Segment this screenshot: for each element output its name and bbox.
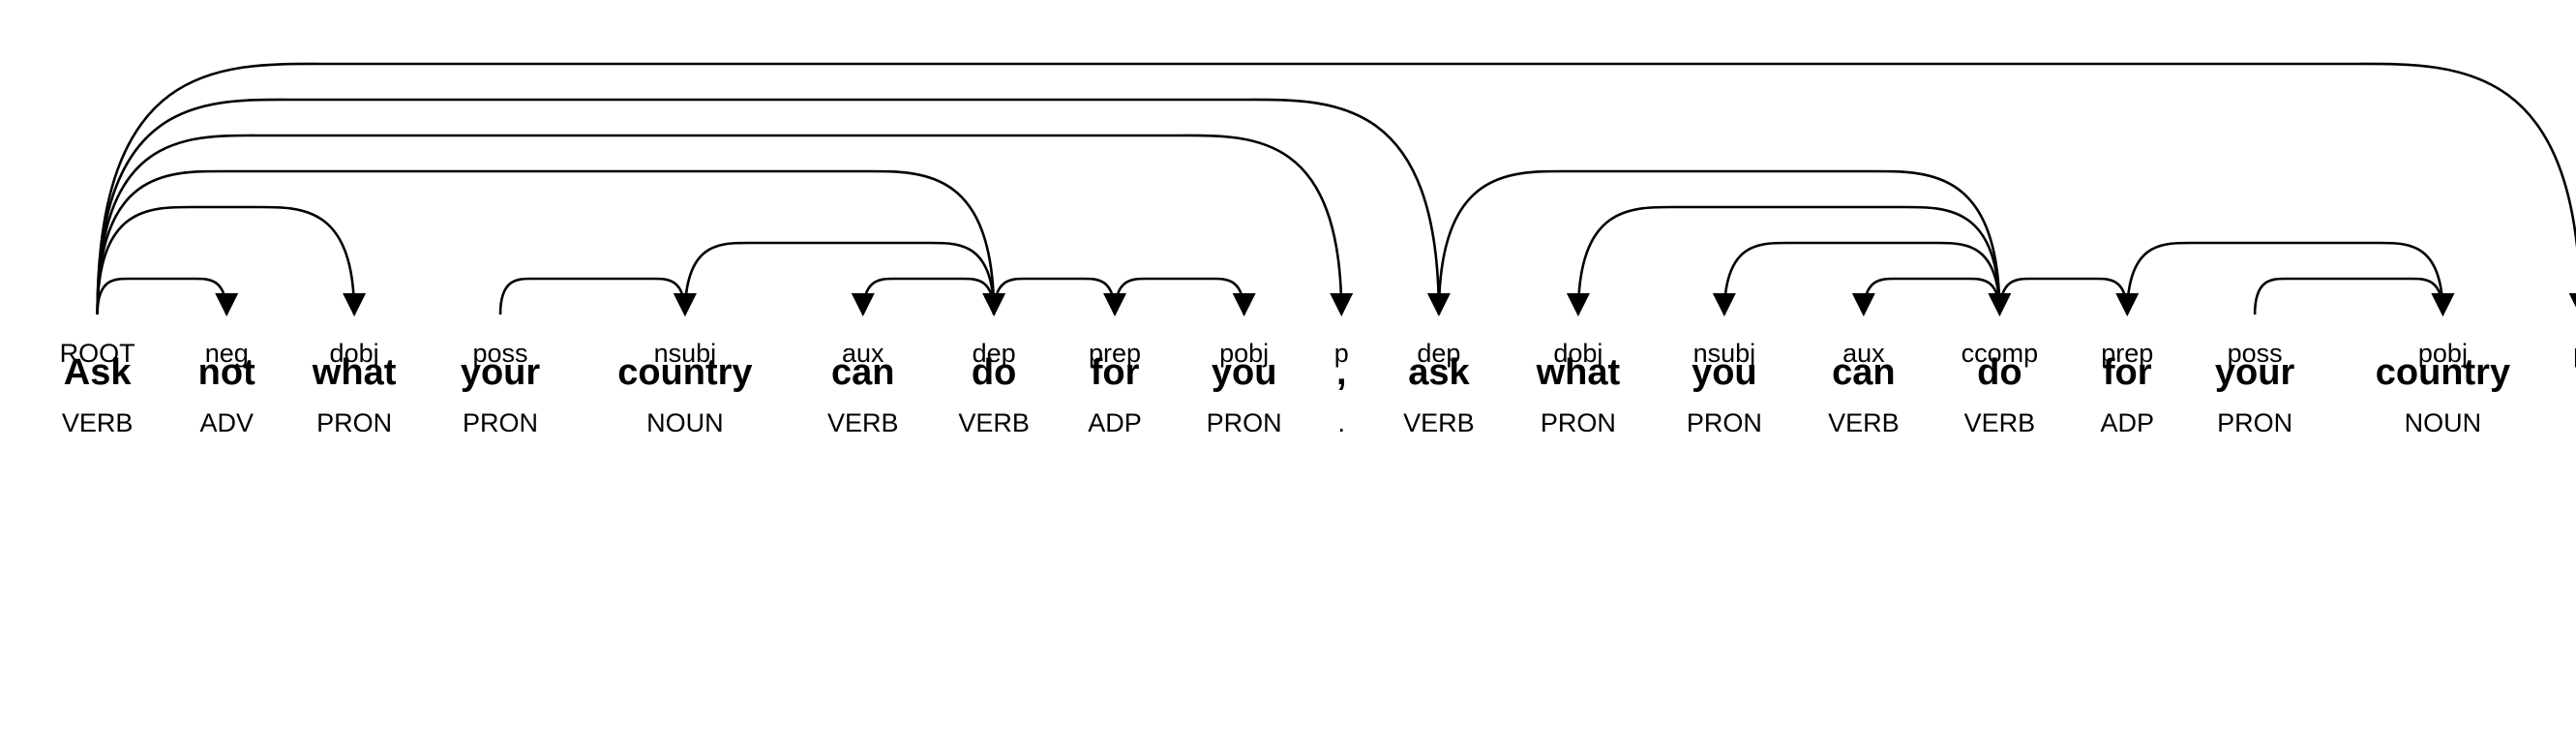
dep-arc-nsubj-11 <box>1722 241 2001 315</box>
dep-arc-neg-0 <box>96 277 228 315</box>
token-word-9[interactable]: , <box>1335 352 1347 393</box>
token-word-4[interactable]: country <box>617 352 753 393</box>
dep-arrowhead-p-17 <box>2568 293 2576 308</box>
dep-arrowhead-aux-12 <box>1851 293 1875 316</box>
token-word-7[interactable]: for <box>1090 352 1140 393</box>
token-word-14[interactable]: do <box>1977 352 2022 393</box>
dep-label-12: nsubj <box>1692 339 1756 368</box>
token-pos-5: VERB <box>827 408 899 437</box>
token-pos-0: VERB <box>61 408 134 437</box>
dep-arc-p-17 <box>96 62 2576 315</box>
dep-label-8: pobj <box>1219 339 1270 368</box>
token-word-8[interactable]: you <box>1211 352 1277 393</box>
token-word-15[interactable]: for <box>2102 352 2152 393</box>
dep-label-9: p <box>1333 339 1349 368</box>
token-word-10[interactable]: ask <box>1408 352 1470 393</box>
token-pos-7: ADP <box>1088 408 1142 437</box>
dep-label-1: neg <box>204 339 249 368</box>
token-pos-8: PRON <box>1206 408 1282 437</box>
token-word-13[interactable]: can <box>1832 352 1896 393</box>
dep-label-13: aux <box>1842 339 1885 368</box>
dep-arc-dep-5 <box>96 169 996 315</box>
token-word-11[interactable]: what <box>1536 352 1621 393</box>
dep-arc-dobj-1 <box>96 205 356 315</box>
token-word-16[interactable]: your <box>2214 352 2295 393</box>
token-pos-11: PRON <box>1540 408 1616 437</box>
dep-label-0: ROOT <box>59 339 135 368</box>
dep-arc-aux-12 <box>1862 277 2001 315</box>
dep-label-6: dep <box>972 339 1016 368</box>
dep-arc-prep-14 <box>1998 277 2129 315</box>
token-pos-10: VERB <box>1403 408 1475 437</box>
dep-label-15: prep <box>2101 339 2154 368</box>
dep-label-10: dep <box>1417 339 1461 368</box>
dep-label-14: ccomp <box>1961 339 2039 368</box>
dep-arrowhead-neg-0 <box>215 293 239 316</box>
token-word-3[interactable]: your <box>460 352 541 393</box>
dep-label-3: poss <box>472 339 528 368</box>
token-pos-16: PRON <box>2217 408 2293 437</box>
token-word-0[interactable]: Ask <box>63 352 132 393</box>
dep-arrowhead-aux-4 <box>851 293 875 316</box>
token-word-5[interactable]: can <box>831 352 895 393</box>
dep-arc-prep-6 <box>992 277 1117 315</box>
dep-arc-poss-2 <box>498 277 687 315</box>
token-pos-12: PRON <box>1686 408 1762 437</box>
dep-label-18: p <box>2573 339 2576 369</box>
dep-label-5: aux <box>842 339 884 368</box>
token-pos-1: ADV <box>199 408 254 437</box>
dep-arrowhead-dobj-10 <box>1566 293 1590 316</box>
token-pos-9: . <box>1337 408 1346 437</box>
token-pos-17: NOUN <box>2404 408 2482 437</box>
token-word-17[interactable]: country <box>2375 352 2511 393</box>
dep-arc-aux-4 <box>861 277 996 315</box>
dep-arrowhead-dobj-1 <box>343 293 367 316</box>
token-word-2[interactable]: what <box>312 352 397 393</box>
dep-arc-nsubj-3 <box>683 241 996 315</box>
token-word-6[interactable]: do <box>971 352 1017 393</box>
token-word-12[interactable]: you <box>1692 352 1757 393</box>
dep-label-2: dobj <box>329 339 379 368</box>
dep-arc-ccomp-13 <box>1437 169 2001 315</box>
dep-arrowhead-nsubj-11 <box>1712 293 1736 316</box>
token-word-1[interactable]: not <box>197 352 255 393</box>
token-pos-2: PRON <box>316 408 393 437</box>
dep-arrowhead-p-8 <box>1330 293 1354 316</box>
dep-arrowhead-pobj-7 <box>1232 293 1256 316</box>
dep-arc-poss-15 <box>2253 277 2444 315</box>
dep-arc-dep-9 <box>96 98 1441 315</box>
token-pos-13: VERB <box>1828 408 1900 437</box>
dep-label-17: pobj <box>2417 339 2468 368</box>
token-pos-14: VERB <box>1963 408 2036 437</box>
dep-label-7: prep <box>1089 339 1142 368</box>
dep-arc-pobj-16 <box>2125 241 2444 315</box>
token-pos-6: VERB <box>958 408 1030 437</box>
dep-arc-dobj-10 <box>1576 205 2001 315</box>
dep-arrowhead-pobj-16 <box>2431 293 2455 316</box>
dep-label-4: nsubj <box>653 339 717 368</box>
dep-arc-p-8 <box>96 134 1343 315</box>
dep-arrowhead-nsubj-3 <box>673 293 697 316</box>
dep-label-11: dobj <box>1553 339 1603 368</box>
dep-label-16: poss <box>2227 339 2283 368</box>
dep-arc-pobj-7 <box>1113 277 1245 315</box>
token-pos-15: ADP <box>2100 408 2154 437</box>
token-pos-3: PRON <box>463 408 539 437</box>
token-pos-4: NOUN <box>646 408 724 437</box>
